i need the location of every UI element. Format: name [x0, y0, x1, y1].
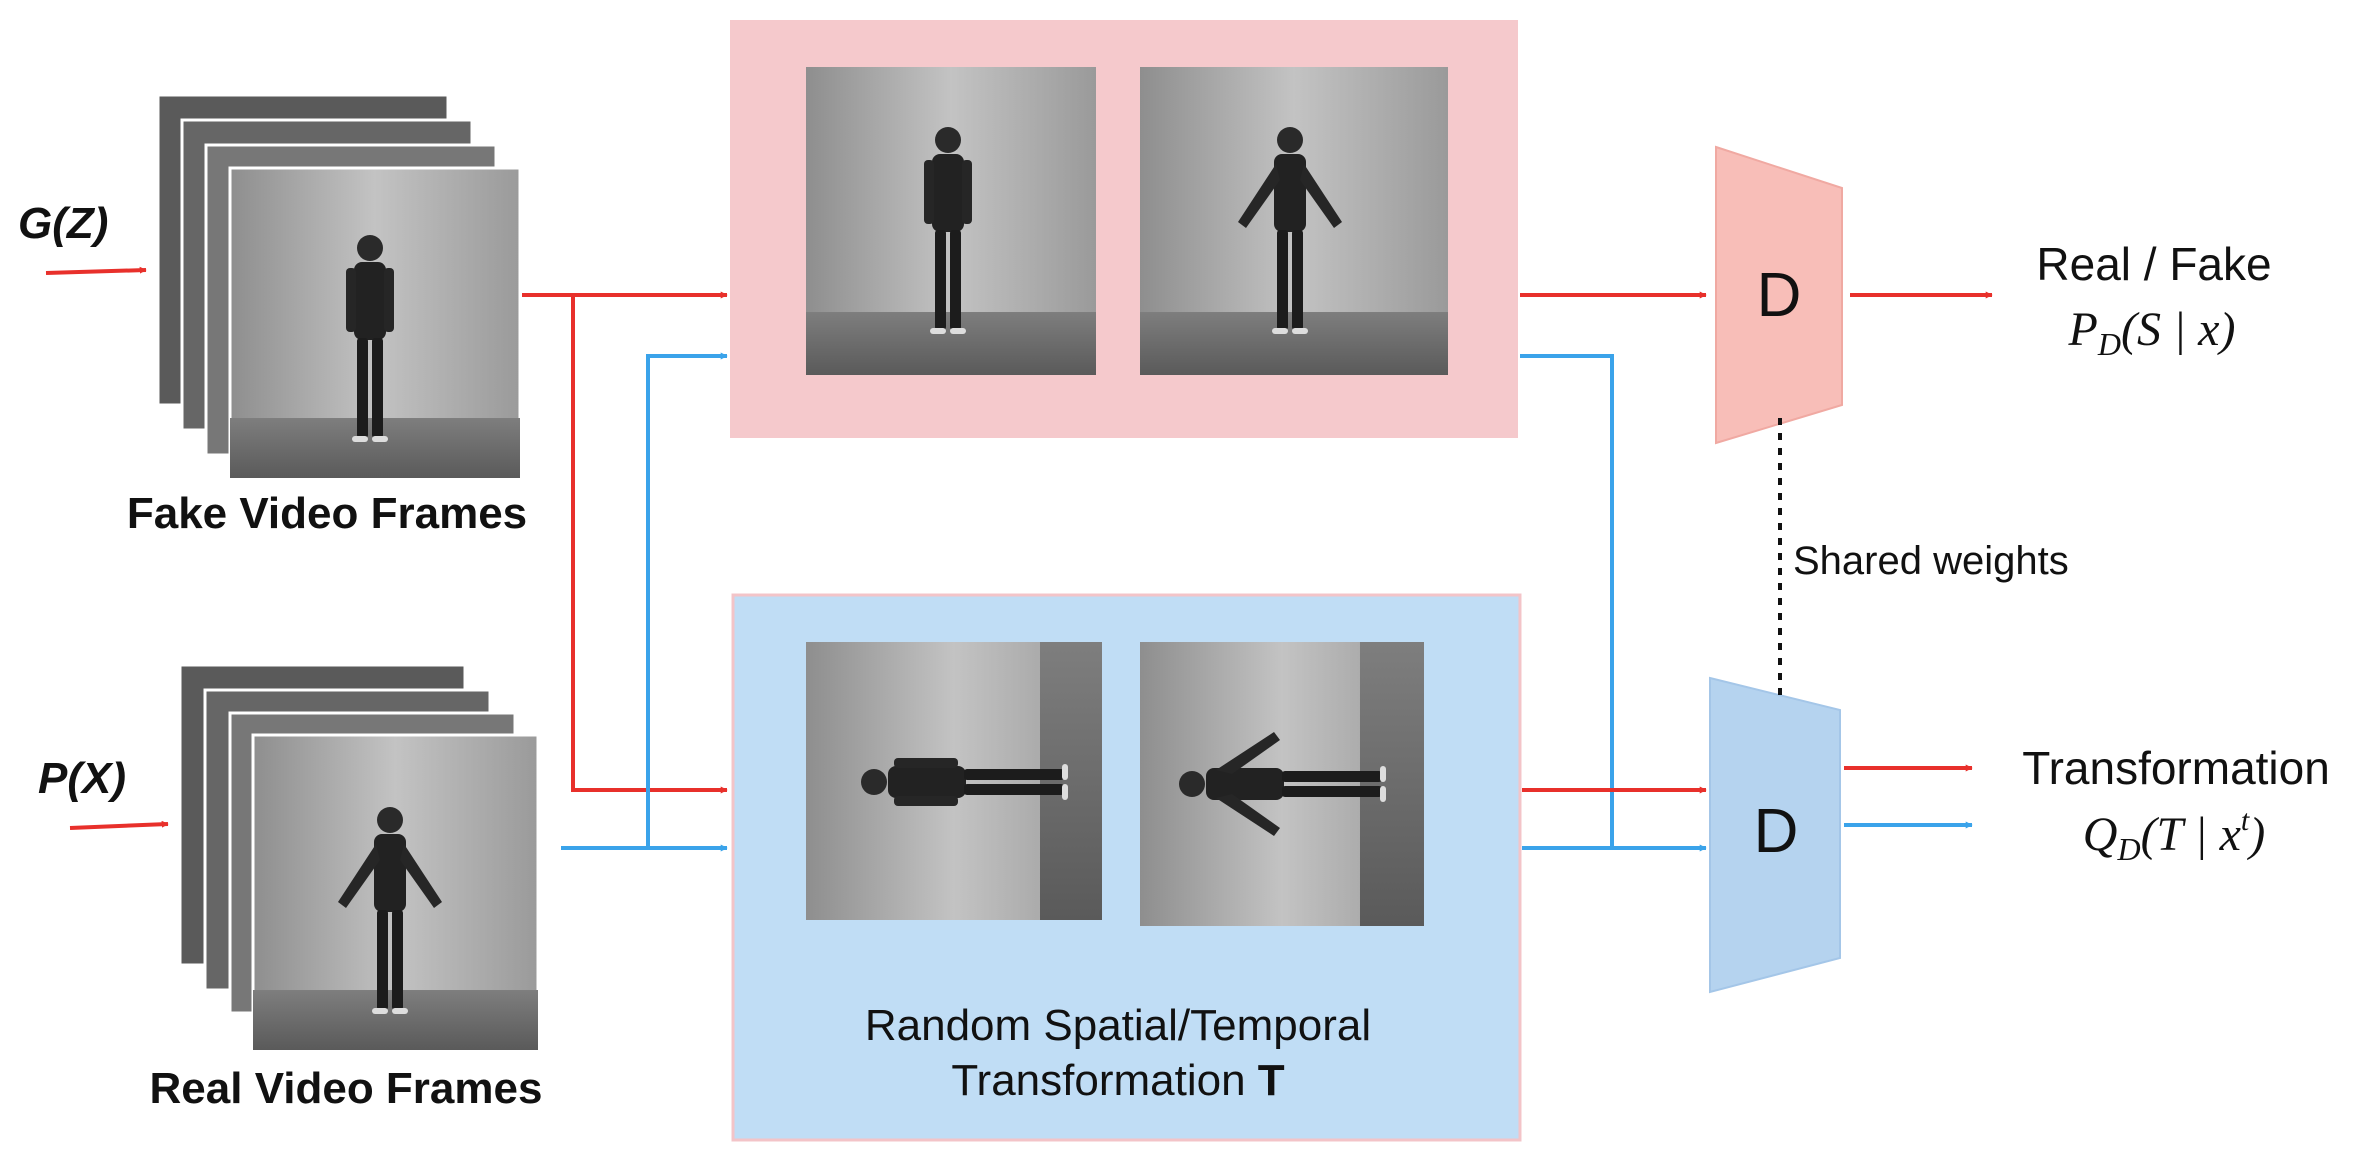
shared-weights-label: Shared weights [1793, 539, 2069, 583]
transform-caption-prefix: Transformation [951, 1056, 1257, 1105]
fake-frames-caption: Fake Video Frames [127, 489, 527, 538]
fake-frame-stack [156, 93, 522, 480]
original-frame-2 [1140, 67, 1448, 375]
fake-input-arrow [45, 266, 147, 275]
real-frames-caption: Real Video Frames [150, 1064, 543, 1113]
fake-input-symbol: G(Z) [18, 199, 108, 248]
panel-to-discriminator-lines [1520, 291, 1707, 852]
real-frame-stack [178, 663, 540, 1052]
transformed-frame-1 [806, 642, 1102, 920]
real-frame-front [251, 733, 540, 1052]
original-frame-1 [806, 67, 1096, 375]
real-input-arrow [69, 820, 169, 830]
discriminator-bottom-label: D [1754, 797, 1799, 866]
discriminator-top: D [1715, 145, 1843, 445]
real-fake-title: Real / Fake [2036, 238, 2271, 290]
original-frames-panel [730, 20, 1518, 438]
transform-symbol: T [1258, 1056, 1285, 1105]
real-fake-formula: PD(S | x) [2068, 303, 2236, 362]
transformation-formula: QD(T | xt) [2083, 804, 2265, 867]
transform-caption-line1: Random Spatial/Temporal [865, 1001, 1371, 1050]
discriminator-top-label: D [1757, 261, 1802, 330]
fake-flow-lines [522, 291, 728, 794]
real-flow-lines [561, 352, 728, 852]
discriminator-bottom: D [1709, 676, 1841, 994]
transformed-frames-panel: Random Spatial/Temporal Transformation T [731, 593, 1522, 1142]
real-input-symbol: P(X) [38, 754, 126, 803]
transformed-frame-2 [1140, 642, 1424, 926]
fake-frame-front [228, 166, 522, 480]
transformation-title: Transformation [2022, 742, 2330, 794]
transform-caption-line2: Transformation T [951, 1056, 1284, 1105]
